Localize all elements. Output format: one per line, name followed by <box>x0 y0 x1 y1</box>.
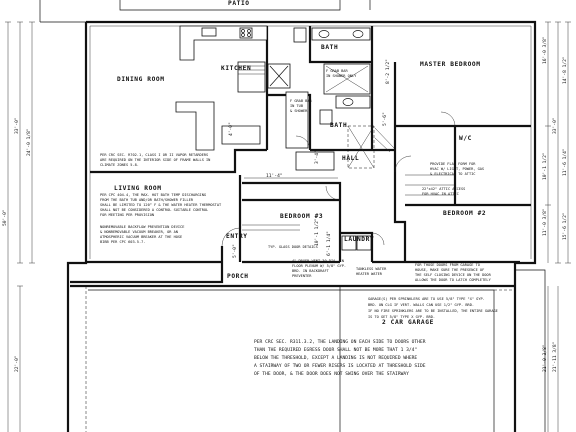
attic-platform-note: HVAC W/ LIGHT, POWER, GAS <box>430 167 484 171</box>
bath-temp-note: SHALL NOT BE CONSIDERED A CONTROL SUITAB… <box>100 208 208 212</box>
sprinkler-note: GARAGE(S) PER SPRINKLERS ARE TO USE 5/8"… <box>368 297 485 301</box>
house-exterior-wall <box>66 20 537 432</box>
dimension-left-house: 24'-0 1/8" <box>26 128 32 156</box>
attic-platform-note: & ELECTRICAL TO ATTIC <box>430 172 475 176</box>
dimension-right-low-2: 15'-6 1/2" <box>562 212 568 240</box>
dimension-left-overall: 50'-0" <box>2 209 8 226</box>
backflow-note: BIBB PER CPC 603.5.7. <box>100 240 145 244</box>
garage-door-note: ALLOWS THE DOOR TO LATCH COMPLETELY <box>415 278 492 282</box>
kitchen-counter <box>179 25 268 61</box>
dimension-right-mid-2: 11'-6 1/4" <box>562 148 568 176</box>
dimension-kitchen-small: 4'-0" <box>228 122 234 136</box>
dimension-right-low: 11'-0 3/8" <box>542 208 548 236</box>
dining-room-label: DINING ROOM <box>117 76 165 83</box>
vapor-retarder-note: ARE REQUIRED ON THE INTERIOR SIDE OF FRA… <box>100 158 210 162</box>
sprinkler-note: IF NO FIRE SPRINKLERS ARE TO BE INSTALLE… <box>368 309 498 313</box>
bath-temp-note: SHALL BE LIMITED TO 120° F & THE WATER H… <box>100 203 222 207</box>
master-bedroom-label: MASTER BEDROOM <box>420 61 481 68</box>
garage-door-note: HOUSE, MAKE SURE THE PRESENCE OF <box>415 268 484 272</box>
dimension-line-left <box>7 22 33 432</box>
sprinkler-note: IS TO GET 5/8" TYPE X GYP. BRD. <box>368 315 435 319</box>
patio-outline <box>119 0 341 11</box>
tub-note: F GRAB BAR <box>290 99 312 103</box>
bath-temp-note: FOR MEETING PER PROVISION <box>100 213 154 217</box>
dryer <box>356 235 372 251</box>
dimension-left-garage: 22'-0" <box>14 355 20 372</box>
dimension-bath-vert: 5'-6" <box>382 112 388 126</box>
dryer-vent-note: 4" DRYER VENT 30 DIA. IN <box>292 259 344 263</box>
bath-temp-note: FROM THE BATH TUB AND/OR BATH/SHOWER FIL… <box>100 198 194 202</box>
kitchen-sink <box>201 27 217 37</box>
kitchen-island <box>175 101 215 151</box>
attic-access-note: 22"x42" ATTIC ACCESS <box>422 187 465 191</box>
entry-label: ENTRY <box>226 233 248 240</box>
washer <box>341 235 357 251</box>
landing-note: THAN THE REQUIRED EGRESS DOOR SHALL NOT … <box>254 347 417 353</box>
sprinkler-note: BRD. ON CLG IF VERT. WALLS CAN USE 1/2" … <box>368 303 474 307</box>
dryer-vent-note: FLOOR PLENUM W/ 5/8" GYP. <box>292 264 346 268</box>
laundry-label: LAUNDRY <box>344 236 374 243</box>
range <box>239 27 253 39</box>
dryer-vent-note: BRD. IN BACKDRAFT <box>292 269 330 273</box>
dimension-right-top-1: 16'-0 3/8" <box>542 36 548 64</box>
porch-label: PORCH <box>227 273 249 280</box>
bath-label: BATH <box>330 122 347 129</box>
landing-note: A STAIRWAY OF TWO OR FEWER RISERS IS LOC… <box>254 363 426 369</box>
kitchen-label: KITCHEN <box>221 65 251 72</box>
landing-note: BELOW THE THRESHOLD, EXCEPT A LANDING IS… <box>254 355 417 361</box>
garage-label: 2 CAR GARAGE <box>382 319 434 326</box>
tub-note: IN TUB <box>290 104 303 108</box>
dimension-right-garage: 21'-11 3/8" <box>552 342 558 372</box>
tankless-note: HEATER WATER <box>356 272 383 276</box>
dimension-line-right <box>547 22 569 432</box>
dimension-entry-depth: 5'-0" <box>232 244 238 258</box>
bedroom-2-label: BEDROOM #2 <box>443 210 486 217</box>
dimension-master-vert: 8'-2 1/2" <box>385 59 391 84</box>
vapor-retarder-note: PER CRC SEC. R702.1, CLASS I OR II VAPOR… <box>100 153 208 157</box>
garage-door-note: THE SELF CLOSING DEVICE ON THE DOOR <box>415 273 492 277</box>
dimension-bed3-depth: 10'-1 1/2" <box>314 218 320 246</box>
patio-label: PATIO <box>228 0 250 7</box>
pantry <box>237 61 266 93</box>
bath-toilet <box>319 109 333 125</box>
bedroom-3-label: BEDROOM #3 <box>280 213 323 220</box>
shower <box>323 63 371 95</box>
bath-temp-note: PER CPC 404.4, THE MAX. HOT BATH TEMP DI… <box>100 193 206 197</box>
dryer-vent-note: PREVENTER <box>292 274 312 278</box>
entry-door-swing <box>221 227 241 247</box>
dimension-left-house-outer: 33'-0" <box>14 117 20 134</box>
backflow-note: ATMOSPHERIC VACUUM BREAKER AT THE HOSE <box>100 235 182 239</box>
dimension-hall-small: 3'-4" <box>314 150 320 164</box>
toilet <box>293 27 307 43</box>
landing-note: PER CRC SEC. R311.3.2, THE LANDING ON EA… <box>254 339 426 345</box>
attic-access-note: FOR HVAC IN ATTIC <box>422 192 459 196</box>
dimension-laundry-depth: 6'-1 1/4" <box>326 231 332 256</box>
tub <box>285 91 309 149</box>
dimension-right-garage-inner: 21'-0 3/8" <box>542 344 548 372</box>
dimension-right-mid-1: 10'-1 1/2" <box>542 152 548 180</box>
bath-top-label: BATH <box>321 44 338 51</box>
garage-door-note: FOR THOSE DOORS FROM GARAGE TO <box>415 263 480 267</box>
hall-label: HALL <box>342 155 359 162</box>
dimension-right-top-2: 14'-8 1/2" <box>562 56 568 84</box>
shower-note: F GRAB BAR <box>326 69 348 73</box>
wic-label: W/C <box>459 135 472 142</box>
interior-wall <box>90 26 397 174</box>
backflow-note: & NONREMOVABLE VACUUM BREAKER, OR AN <box>100 230 178 234</box>
attic-access <box>347 125 375 169</box>
vanity <box>311 27 371 41</box>
dimension-bed3-width: 11'-4" <box>266 173 283 179</box>
attic-platform-note: PROVIDE FLAT FORM FOR <box>430 162 476 166</box>
linen-closet <box>295 151 335 171</box>
tub-note: & SHOWER <box>290 109 308 113</box>
shower-note: IN SHOWER ONLY <box>326 74 357 78</box>
vapor-retarder-note: CLIMATE ZONES 5-8. <box>100 163 139 167</box>
landing-note: OF THE DOOR, & THE DOOR DOES NOT SWING O… <box>254 371 409 377</box>
dimension-right-house-outer: 33'-0" <box>552 117 558 134</box>
living-room-label: LIVING ROOM <box>114 185 162 192</box>
glass-door-note: TYP. GLASS DOOR DETAILS <box>268 245 318 249</box>
backflow-note: NONREMOVABLE BACKFLOW PREVENTION DEVICE <box>100 225 184 229</box>
tankless-note: TANKLESS WATER <box>356 267 387 271</box>
